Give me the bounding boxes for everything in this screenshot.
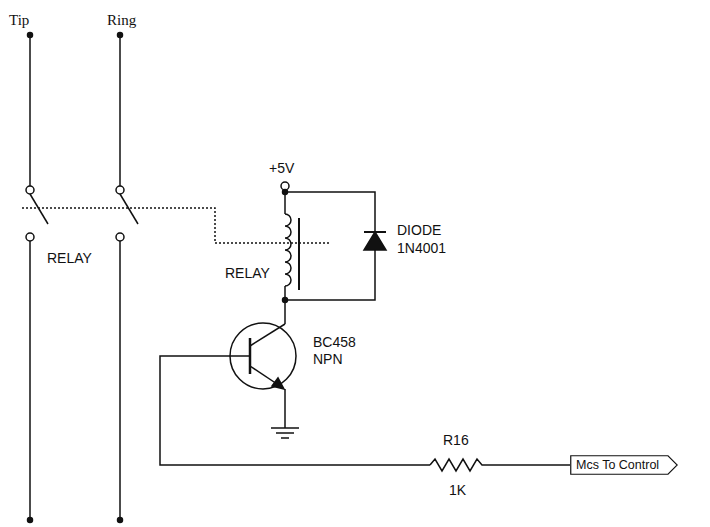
- part-name: DIODE: [396, 222, 442, 238]
- part-name: RELAY: [46, 250, 93, 266]
- signal-flag: Mcs To Control: [570, 455, 678, 475]
- part-name: R16: [442, 432, 470, 448]
- part-value: BC458: [312, 334, 357, 350]
- terminal-name: Ring: [106, 12, 137, 28]
- terminal-name: Tip: [8, 12, 30, 28]
- supply-voltage: +5V: [268, 160, 295, 176]
- part-value: 1N4001: [396, 240, 447, 256]
- signal-name: Mcs To Control: [570, 455, 678, 474]
- part-name: RELAY: [224, 265, 271, 281]
- part-value: 1K: [448, 482, 467, 498]
- transistor-type: NPN: [312, 351, 344, 367]
